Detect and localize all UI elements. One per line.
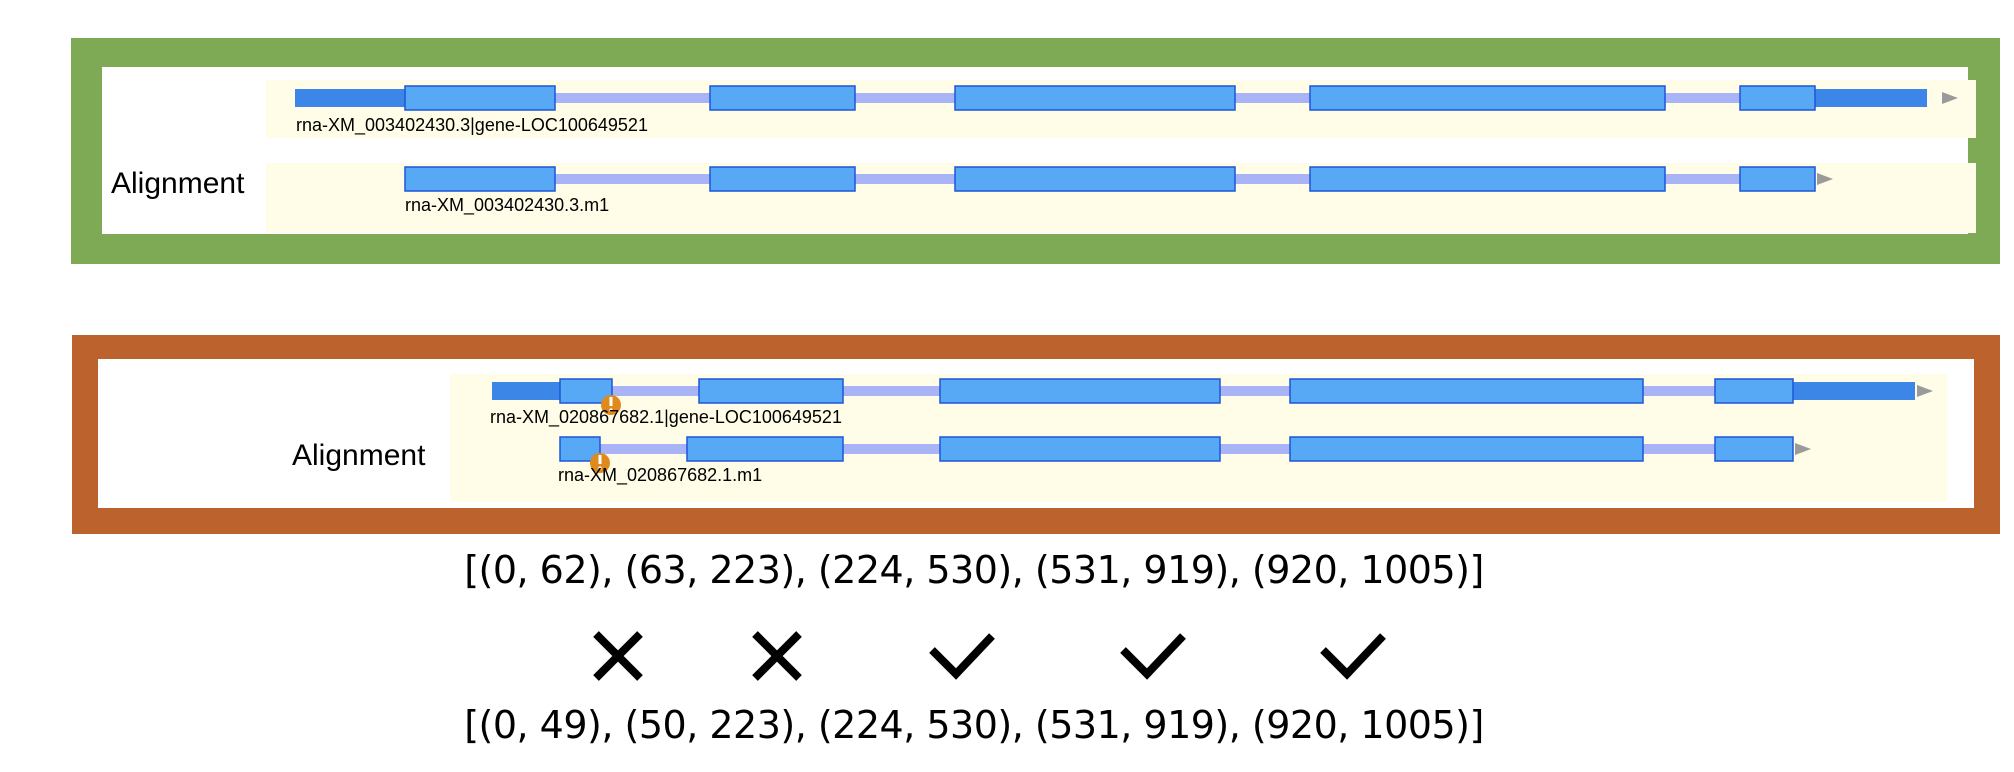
intron	[1643, 444, 1715, 454]
intron	[1665, 174, 1740, 184]
exon	[1714, 436, 1794, 462]
alignment-label: Alignment	[111, 167, 245, 200]
exon	[404, 166, 556, 192]
intron	[1643, 386, 1715, 396]
track-name: rna-XM_003402430.3|gene-LOC100649521	[296, 115, 648, 136]
intron	[1665, 93, 1740, 103]
exon	[698, 378, 844, 404]
strand-arrow-icon	[1817, 173, 1833, 185]
match-marks	[593, 631, 1386, 681]
intron	[612, 386, 699, 396]
model-track[interactable]: rna-XM_003402430.3.m1	[404, 166, 1833, 216]
check-icon	[929, 633, 995, 680]
exon-ranges-model: [(0, 49), (50, 223), (224, 530), (531, 9…	[464, 703, 1484, 747]
intron	[855, 174, 955, 184]
track-name: rna-XM_003402430.3.m1	[405, 195, 609, 216]
exon	[1289, 378, 1644, 404]
intron	[1220, 444, 1290, 454]
strand-arrow-icon	[1942, 92, 1958, 104]
intron	[855, 93, 955, 103]
exon	[709, 166, 856, 192]
exon	[686, 436, 844, 462]
exon	[1714, 378, 1794, 404]
intron	[843, 444, 940, 454]
exon	[1739, 166, 1816, 192]
intron	[1220, 386, 1290, 396]
gene-tracks: rna-XM_003402430.3|gene-LOC100649521 rna…	[266, 80, 1976, 502]
exon	[1739, 85, 1816, 111]
intron	[555, 174, 710, 184]
warning-icon[interactable]	[601, 395, 621, 415]
utr-5prime	[492, 382, 560, 400]
exon-ranges-gene: [(0, 62), (63, 223), (224, 530), (531, 9…	[464, 548, 1484, 592]
intron	[555, 93, 710, 103]
exon	[1309, 166, 1666, 192]
exon	[709, 85, 856, 111]
check-icon	[1120, 633, 1186, 680]
utr-5prime	[295, 89, 405, 107]
utr-3prime	[1815, 89, 1927, 107]
exon	[404, 85, 556, 111]
cross-icon	[593, 631, 643, 681]
exon	[939, 436, 1221, 462]
gene-track[interactable]: rna-XM_003402430.3|gene-LOC100649521	[295, 85, 1958, 136]
gene-track[interactable]: rna-XM_020867682.1|gene-LOC100649521	[490, 378, 1933, 428]
strand-arrow-icon	[1917, 385, 1933, 397]
exon	[954, 85, 1236, 111]
strand-arrow-icon	[1795, 443, 1811, 455]
exon	[1309, 85, 1666, 111]
intron	[600, 444, 687, 454]
intron	[1235, 174, 1310, 184]
track-name: rna-XM_020867682.1|gene-LOC100649521	[490, 407, 842, 428]
exon	[954, 166, 1236, 192]
check-icon	[1320, 633, 1386, 680]
exon	[1289, 436, 1644, 462]
exon	[939, 378, 1221, 404]
intron	[843, 386, 940, 396]
utr-3prime	[1793, 382, 1915, 400]
intron	[1235, 93, 1310, 103]
alignment-label: Alignment	[292, 439, 426, 472]
track-name: rna-XM_020867682.1.m1	[558, 465, 762, 486]
warning-icon[interactable]	[590, 453, 610, 473]
model-track[interactable]: rna-XM_020867682.1.m1	[558, 436, 1811, 486]
cross-icon	[752, 631, 802, 681]
